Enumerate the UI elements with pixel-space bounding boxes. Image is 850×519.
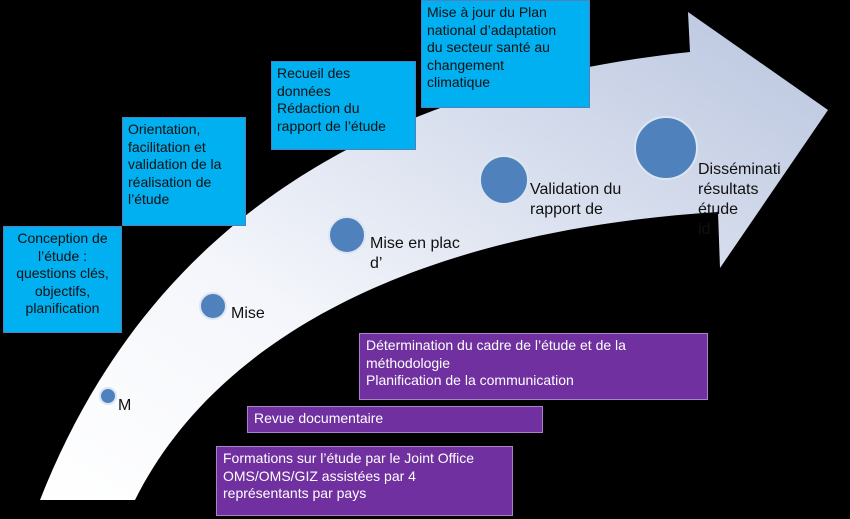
progress-arrow bbox=[40, 12, 828, 500]
step-box-line: objectifs, bbox=[34, 282, 91, 299]
milestone-label-line: M bbox=[118, 397, 132, 414]
milestone-label: Mise en plac d’ bbox=[370, 234, 460, 274]
milestone-label-line: id bbox=[698, 221, 711, 238]
step-box-line: l’étude bbox=[128, 191, 170, 207]
step-box-line: planification bbox=[25, 300, 100, 316]
milestone-label-line: d’ bbox=[370, 255, 383, 272]
activity-box-line: Formations sur l’étude par le Joint Offi… bbox=[223, 450, 475, 466]
activity-box-revue: Revue documentaire bbox=[247, 406, 543, 433]
activity-box-line: représentants par pays bbox=[223, 485, 367, 501]
activity-box-line: Planification de la communication bbox=[366, 372, 574, 388]
milestone-dot bbox=[634, 116, 698, 180]
step-box-line: réalisation de bbox=[128, 173, 212, 190]
step-box-line: Conception de bbox=[17, 230, 108, 246]
activity-box-line: méthodologie bbox=[366, 354, 451, 371]
step-box-line: Mise à jour du Plan bbox=[427, 4, 547, 20]
milestone-dots bbox=[99, 116, 698, 405]
milestone-label: Disséminati résultats étude id bbox=[698, 160, 781, 240]
milestone-label-line: Mise en plac bbox=[370, 235, 460, 252]
step-box-line: données bbox=[277, 82, 331, 99]
milestone-label-line: étude bbox=[698, 201, 739, 218]
milestone-label-line: résultats bbox=[698, 181, 759, 198]
milestone-dot bbox=[99, 387, 117, 405]
step-box-recueil: Recueil des données Rédaction du rapport… bbox=[271, 61, 416, 150]
activity-box-formations: Formations sur l’étude par le Joint Offi… bbox=[216, 446, 513, 516]
milestone-label-line: Mise bbox=[231, 305, 265, 322]
step-box-line: facilitation et bbox=[128, 138, 206, 155]
milestone-label-line: Validation du bbox=[530, 181, 622, 198]
step-box-line: du secteur santé au bbox=[427, 39, 550, 55]
activity-box-line: Détermination du cadre de l’étude et de … bbox=[366, 337, 626, 353]
milestone-dot bbox=[479, 155, 529, 205]
milestone-label-line: rapport de bbox=[530, 201, 603, 218]
step-box-line: rapport de l’étude bbox=[277, 117, 386, 134]
activity-box-line: Revue documentaire bbox=[254, 410, 384, 426]
milestone-label-line: Disséminati bbox=[698, 161, 781, 178]
step-box-line: changement bbox=[427, 56, 505, 73]
milestone-label: Mise bbox=[231, 304, 265, 324]
milestone-dot bbox=[199, 292, 227, 320]
step-box-line: Recueil des bbox=[277, 65, 351, 81]
step-box-line: Orientation, bbox=[128, 121, 201, 137]
activity-box-cadre: Détermination du cadre de l’étude et de … bbox=[359, 333, 708, 400]
milestone-dot bbox=[328, 216, 366, 254]
step-box-orientation: Orientation, facilitation et validation … bbox=[122, 117, 246, 226]
step-box-line: questions clés, bbox=[16, 265, 109, 281]
step-box-conception: Conception de l’étude : questions clés, … bbox=[3, 226, 122, 333]
activity-box-line: OMS/OMS/GIZ assistées par 4 bbox=[223, 467, 416, 484]
step-box-line: Rédaction du bbox=[277, 100, 360, 116]
step-box-line: l’étude : bbox=[37, 247, 88, 264]
milestone-label: Validation du rapport de bbox=[530, 180, 621, 220]
step-box-line: climatique bbox=[427, 74, 491, 90]
step-box-line: validation de la bbox=[128, 156, 222, 172]
milestone-label: M bbox=[118, 396, 131, 416]
step-box-line: national d’adaptation bbox=[427, 21, 557, 38]
step-box-mise-a-jour: Mise à jour du Plan national d’adaptatio… bbox=[421, 0, 590, 108]
